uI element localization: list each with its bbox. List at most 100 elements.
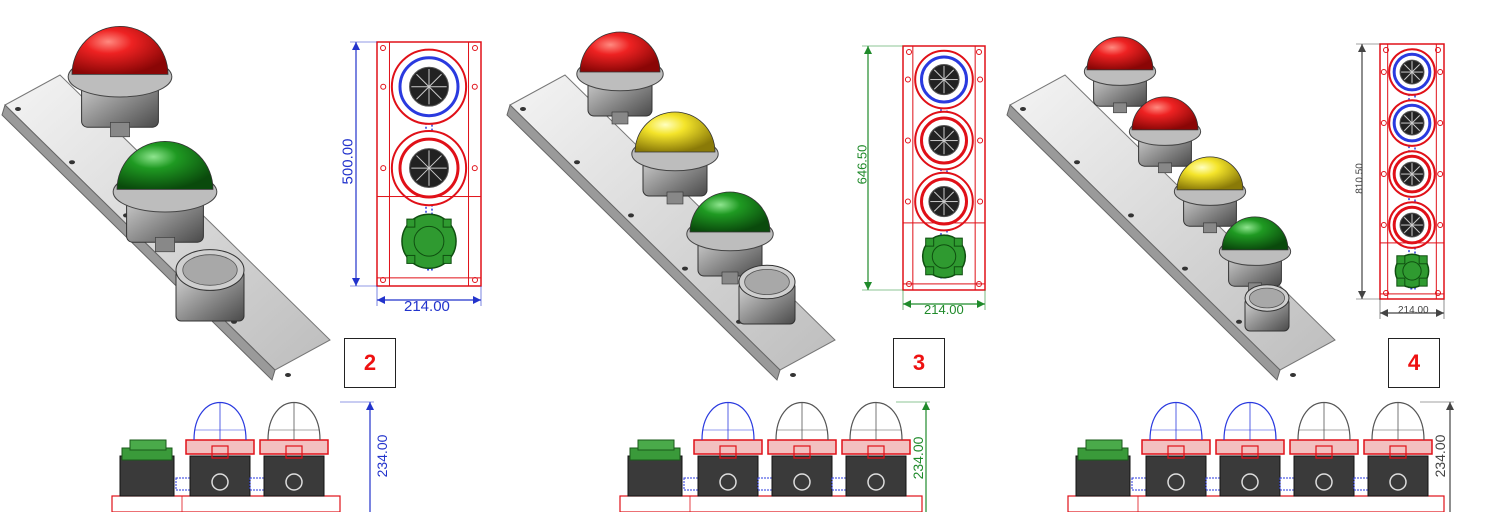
front-lamp-spoke [416,73,430,88]
dim-arrow [1446,402,1454,410]
side-lamp-neck [1241,445,1259,459]
side-lamp-port [793,473,811,491]
front-junction-inner [931,244,957,269]
front-lamp-spoke [1411,122,1421,132]
plate-hole [69,160,75,165]
side-lamp-neck [719,445,737,459]
front-junction-lug [1418,255,1428,265]
front-bolt [904,76,911,83]
front-lamp-ring [1392,154,1432,194]
front-width-label-3: 214.00 [924,302,964,317]
lamp-dome-yellow [634,111,716,153]
dim-arrow [903,300,911,308]
front-lamp-ring [398,137,460,199]
lamp-conduit [611,111,629,125]
dim-arrow [1436,309,1444,317]
plate-hole [1020,107,1026,111]
lamp-conduit [155,237,175,253]
front-junction-box [401,213,457,270]
front-junction-inner [413,225,445,257]
front-inner-outline [388,41,470,287]
front-height-label-3: 646.50 [854,144,870,185]
front-bolt [1437,69,1444,76]
lamp-dome-yellow [1176,156,1244,191]
side-lamp-neck [285,445,303,459]
front-bolt [1437,120,1444,127]
dim-arrow [473,296,481,304]
front-bolt [1437,222,1444,229]
front-lamp-spoke [933,130,945,141]
side-height-label-4: 234.00 [1432,434,1448,478]
dim-arrow [352,42,360,50]
side-lamp-port [211,473,229,491]
front-corner-bolt [906,49,912,55]
plate-hole [574,160,580,165]
side-junction-cap [1085,439,1123,451]
front-lamp-spoke [933,140,945,151]
front-lamp-spoke [1411,224,1421,234]
front-lamp-spoke [1411,217,1421,226]
dim-arrow [1358,44,1366,52]
front-lamp-ring [1392,103,1432,143]
front-bolt [1380,120,1387,127]
front-width-label-2: 214.00 [404,298,450,315]
front-junction-lug [953,266,963,276]
front-lamp-spoke [943,69,955,80]
front-corner-bolt [1435,47,1441,53]
front-lamp-spoke [1411,173,1421,183]
side-lamp-port [867,473,885,491]
side-lamp-port [1315,473,1333,491]
dim-arrow [1358,291,1366,299]
front-corner-bolt [380,277,386,283]
lamp-dome-green [1221,216,1289,251]
front-lamp-spoke [1403,71,1413,81]
front-jbox-frame [376,196,482,279]
front-junction-lug [953,237,963,247]
front-bolt [904,137,911,144]
junction-box-cover [182,254,238,286]
config-number: 4 [1407,350,1421,375]
front-inner-outline [1387,43,1437,300]
front-bolt [977,76,984,83]
front-view-2 [350,41,482,306]
side-plate [111,495,341,513]
front-bolt [1437,171,1444,178]
side-plate [619,495,923,513]
side-view-3 [619,401,930,513]
side-junction-cap [129,439,167,451]
front-lamp-spoke [933,201,945,212]
dim-arrow [377,296,385,304]
front-lamp-spoke [943,130,955,141]
plate-hole [1128,213,1134,218]
front-view-4 [1356,43,1445,319]
front-corner-bolt [976,49,982,55]
side-height-label-3: 234.00 [910,436,926,480]
front-bolt [380,83,387,90]
front-lamp-spoke [1403,115,1413,124]
front-lamp-spoke [428,155,442,169]
side-lamp-neck [867,445,885,459]
side-lamp-port [285,473,303,491]
front-junction-inner [1402,261,1422,281]
front-lamp-spoke [428,86,442,100]
front-width-label-4: 214.00 [1398,305,1429,316]
plate-hole [1074,160,1080,165]
front-lamp-spoke [943,201,955,212]
plate-hole [520,107,526,111]
front-junction-lug [1396,277,1406,287]
dim-arrow [922,402,930,410]
side-junction-box [119,455,175,497]
dim-arrow [1380,309,1388,317]
front-lamp-spoke [416,86,430,100]
front-lamp-ring [919,177,969,226]
side-lamp-collar [693,439,763,455]
config-number-box-4: 4 [1388,338,1440,388]
front-junction-lug [925,237,935,247]
lamp-dome-red [1086,36,1154,71]
front-lamp-spoke [1403,166,1413,175]
front-lamp-spoke [416,167,430,181]
front-bolt [904,198,911,205]
side-lamp-neck [793,445,811,459]
